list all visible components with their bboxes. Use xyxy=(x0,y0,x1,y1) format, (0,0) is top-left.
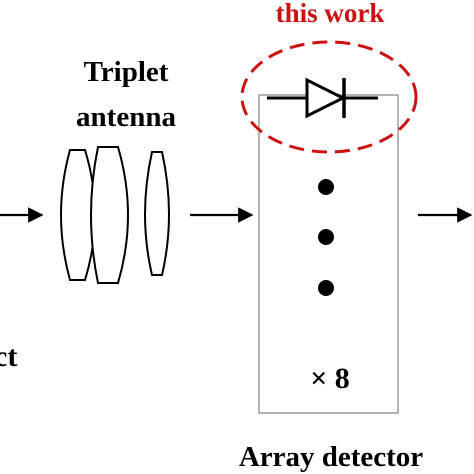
ellipsis-dot-1 xyxy=(318,179,334,195)
this-work-label: this work xyxy=(276,0,385,28)
lens-2-icon xyxy=(90,146,129,284)
ellipsis-dot-3 xyxy=(318,280,334,296)
lens-1-icon xyxy=(60,149,96,281)
lens-3-icon xyxy=(144,151,170,276)
this-work-highlight-ellipse xyxy=(240,40,418,154)
diode-symbol-icon xyxy=(267,77,378,119)
source-label-partial: ct xyxy=(0,340,17,373)
array-detector-label: Array detector xyxy=(239,441,423,473)
array-multiplier-label: × 8 xyxy=(310,362,350,395)
ellipsis-dot-2 xyxy=(318,229,334,245)
antenna-label-line2: antenna xyxy=(76,101,176,133)
antenna-label-line1: Triplet xyxy=(84,56,169,88)
